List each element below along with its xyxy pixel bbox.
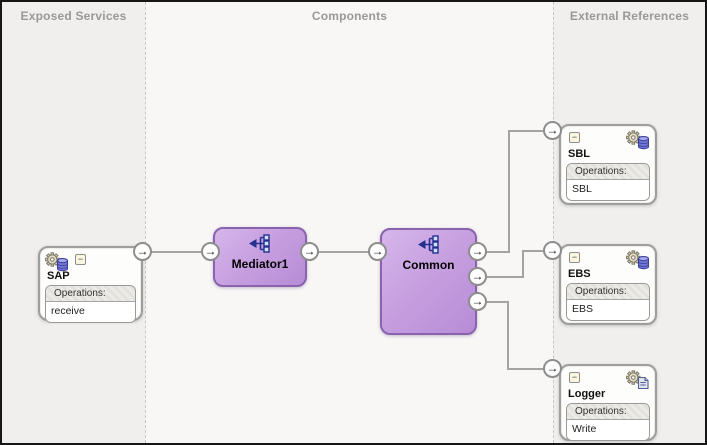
operations-header: Operations: bbox=[567, 404, 649, 420]
port-sbl-input[interactable]: → bbox=[543, 121, 562, 140]
operations-header: Operations: bbox=[567, 164, 649, 180]
adapter-icon bbox=[626, 250, 650, 275]
reference-node-sbl[interactable]: − bbox=[559, 124, 657, 205]
lane-exposed-services: Exposed Services bbox=[2, 2, 145, 443]
component-node-common[interactable]: Common bbox=[380, 228, 477, 335]
port-ebs-input[interactable]: → bbox=[543, 241, 562, 260]
port-sap-output[interactable]: → bbox=[133, 242, 152, 261]
port-common-output-ebs[interactable]: → bbox=[468, 267, 487, 286]
port-common-output-logger[interactable]: → bbox=[468, 292, 487, 311]
mediator-icon bbox=[417, 235, 441, 259]
file-adapter-icon bbox=[626, 370, 650, 395]
operation-item: SBL bbox=[567, 180, 649, 200]
wire-common-sbl[interactable] bbox=[478, 130, 553, 253]
operations-box: Operations: receive bbox=[45, 285, 136, 323]
operation-item: receive bbox=[46, 302, 135, 322]
collapse-button[interactable]: − bbox=[569, 252, 580, 263]
adapter-icon bbox=[45, 252, 69, 277]
port-mediator1-input[interactable]: → bbox=[201, 242, 220, 261]
reference-node-logger[interactable]: − bbox=[559, 364, 657, 441]
port-common-input[interactable]: → bbox=[368, 242, 387, 261]
service-node-sap[interactable]: − SAP Operations: receive bbox=[38, 246, 143, 323]
component-name: Common bbox=[402, 258, 455, 272]
operations-box: Operations: SBL bbox=[566, 163, 650, 201]
reference-node-ebs[interactable]: − bbox=[559, 244, 657, 325]
operations-box: Operations: Write bbox=[566, 403, 650, 441]
reference-name: SBL bbox=[568, 148, 590, 160]
mediator-icon bbox=[248, 234, 272, 258]
reference-name: EBS bbox=[568, 268, 591, 280]
lane-title-external-references: External References bbox=[569, 9, 690, 23]
service-name: SAP bbox=[47, 270, 70, 282]
operations-header: Operations: bbox=[46, 286, 135, 302]
component-name: Mediator1 bbox=[231, 257, 289, 271]
operations-header: Operations: bbox=[567, 284, 649, 300]
operation-item: EBS bbox=[567, 300, 649, 320]
operation-item: Write bbox=[567, 420, 649, 440]
lane-title-components: Components bbox=[311, 9, 388, 23]
component-node-mediator1[interactable]: Mediator1 bbox=[213, 227, 307, 287]
collapse-button[interactable]: − bbox=[75, 254, 86, 265]
port-common-output-sbl[interactable]: → bbox=[468, 242, 487, 261]
lane-title-exposed-services: Exposed Services bbox=[20, 9, 127, 23]
wire-common-logger[interactable] bbox=[478, 301, 553, 370]
collapse-button[interactable]: − bbox=[569, 372, 580, 383]
operations-box: Operations: EBS bbox=[566, 283, 650, 321]
adapter-icon bbox=[626, 130, 650, 155]
port-mediator1-output[interactable]: → bbox=[300, 242, 319, 261]
reference-name: Logger bbox=[568, 388, 606, 400]
wire-common-ebs[interactable] bbox=[478, 250, 553, 278]
collapse-button[interactable]: − bbox=[569, 132, 580, 143]
lane-components: Components bbox=[145, 2, 553, 443]
port-logger-input[interactable]: → bbox=[543, 359, 562, 378]
